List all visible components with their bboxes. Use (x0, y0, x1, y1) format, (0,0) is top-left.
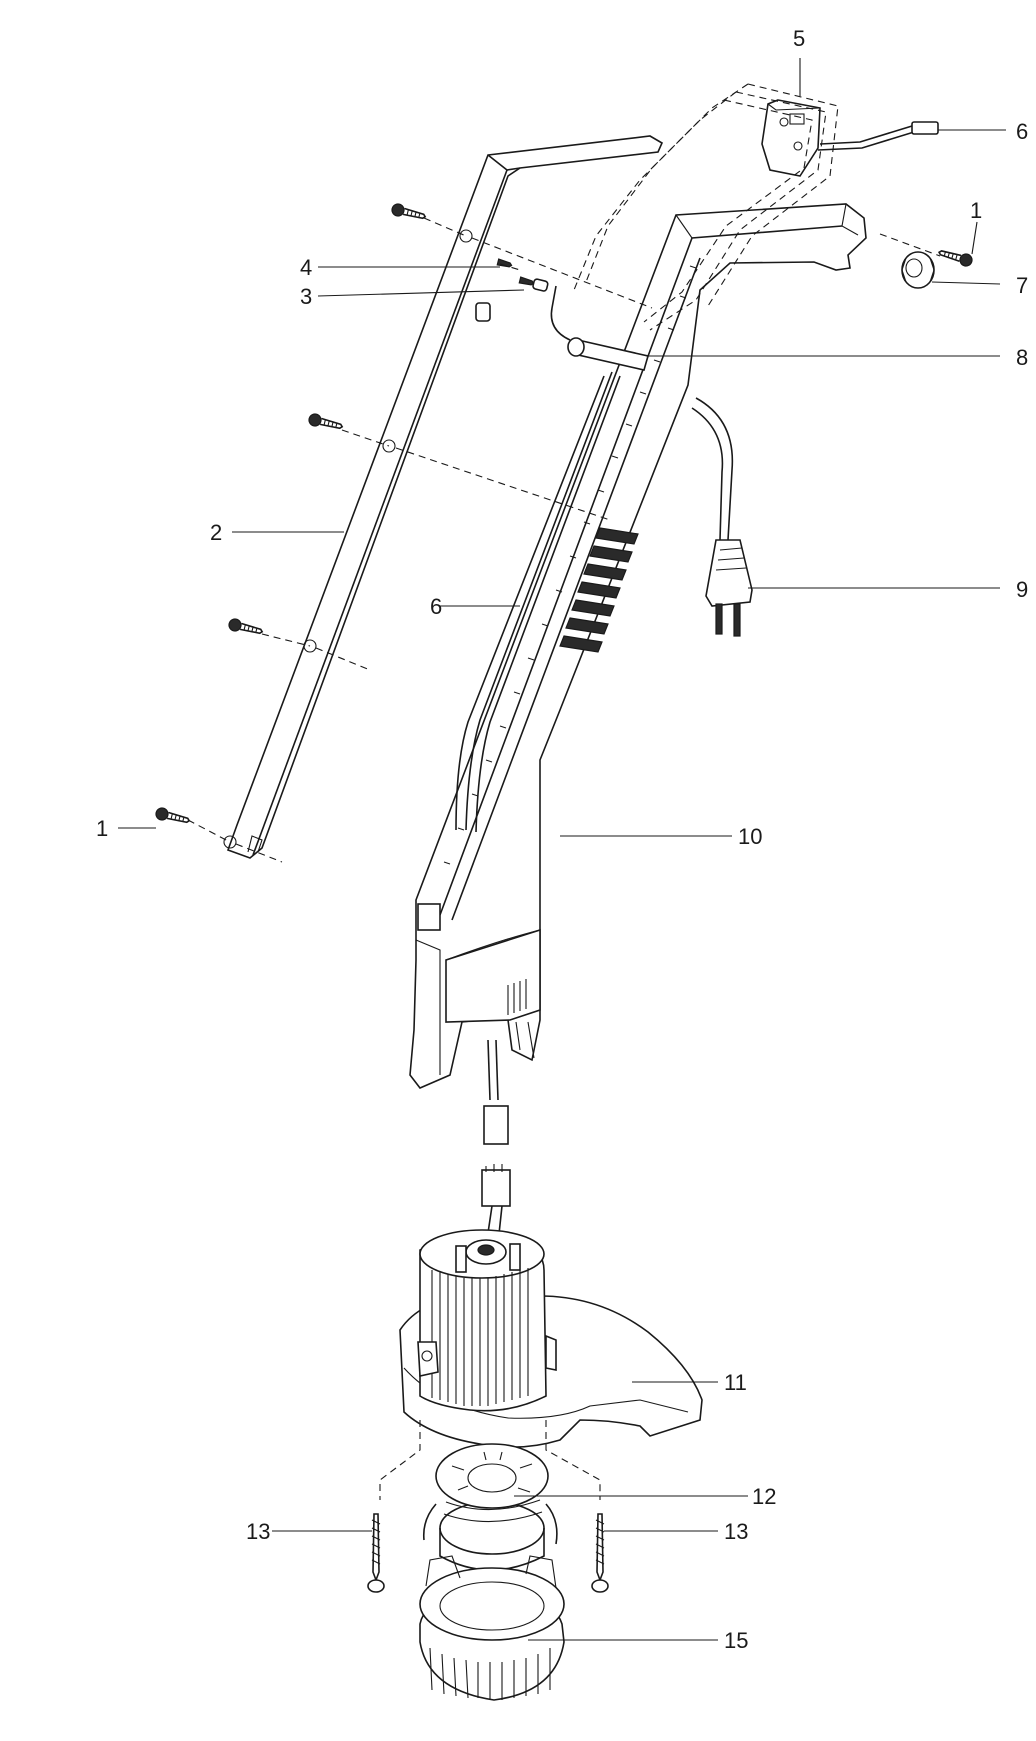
plug-pin (733, 603, 741, 637)
callout-6-internal-cable: 6 (430, 594, 442, 619)
connector-female (483, 1105, 509, 1145)
long-screw (367, 1513, 385, 1593)
assembly-dashed-lines (187, 217, 941, 863)
wire-connector (911, 121, 939, 135)
screws (155, 203, 973, 824)
screw-assembly-dashed-lines (379, 1420, 601, 1500)
part-11-motor-guard (399, 1229, 703, 1448)
callout-13-right: 13 (724, 1519, 748, 1544)
motor-brush (509, 1243, 521, 1271)
screw-4 (496, 258, 513, 268)
callout-2: 2 (210, 520, 222, 545)
connector-male (481, 1169, 511, 1207)
callout-15: 15 (724, 1628, 748, 1653)
part-12-spool (422, 1443, 558, 1571)
part-7-knob (901, 251, 935, 289)
part-9-power-cord (691, 397, 753, 637)
motor-connector (477, 1039, 511, 1301)
plug-body (705, 539, 753, 607)
callout-1-right-screw: 1 (970, 198, 982, 223)
rail-screw-hole (459, 229, 473, 243)
cable-route-dashed-outline (573, 83, 839, 331)
callout-1-left-screw: 1 (96, 816, 108, 841)
part-2-handle-rail (223, 135, 664, 859)
callout-6-switch-wire: 6 (1016, 119, 1028, 144)
callout-12: 12 (752, 1484, 776, 1509)
rail-screw-hole (303, 639, 317, 653)
rail-screw-hole (382, 439, 396, 453)
part-8-capacitor (550, 285, 650, 371)
callout-10: 10 (738, 824, 762, 849)
callout-11: 11 (724, 1370, 747, 1395)
rail-screw-hole (223, 835, 237, 849)
long-screw (591, 1513, 609, 1593)
screw (391, 203, 427, 220)
screw-1-right (937, 250, 973, 267)
screw (228, 618, 264, 635)
callout-labels: 5 6 1 4 7 3 8 2 9 6 1 10 11 12 13 13 15 (96, 26, 1028, 1653)
callout-8: 8 (1016, 345, 1028, 370)
callout-5: 5 (793, 26, 805, 51)
screw-1-left (155, 807, 191, 824)
screw (308, 413, 344, 430)
plug-pin (715, 603, 723, 635)
callout-13-left: 13 (246, 1519, 270, 1544)
rail-boss (475, 302, 491, 322)
part-10-main-housing (409, 203, 867, 1089)
screw-3 (518, 276, 549, 292)
part-15-spool-cover (419, 1555, 565, 1701)
part-6-internal-cable (455, 371, 621, 833)
callout-3: 3 (300, 284, 312, 309)
housing-end-cap (417, 903, 441, 931)
callout-9: 9 (1016, 577, 1028, 602)
part-13-long-screws (367, 1513, 609, 1593)
callout-4: 4 (300, 255, 312, 280)
part-5-switch (761, 99, 821, 177)
callout-7: 7 (1016, 273, 1028, 298)
leader-lines (118, 58, 1006, 1641)
motor-brush (455, 1245, 467, 1273)
